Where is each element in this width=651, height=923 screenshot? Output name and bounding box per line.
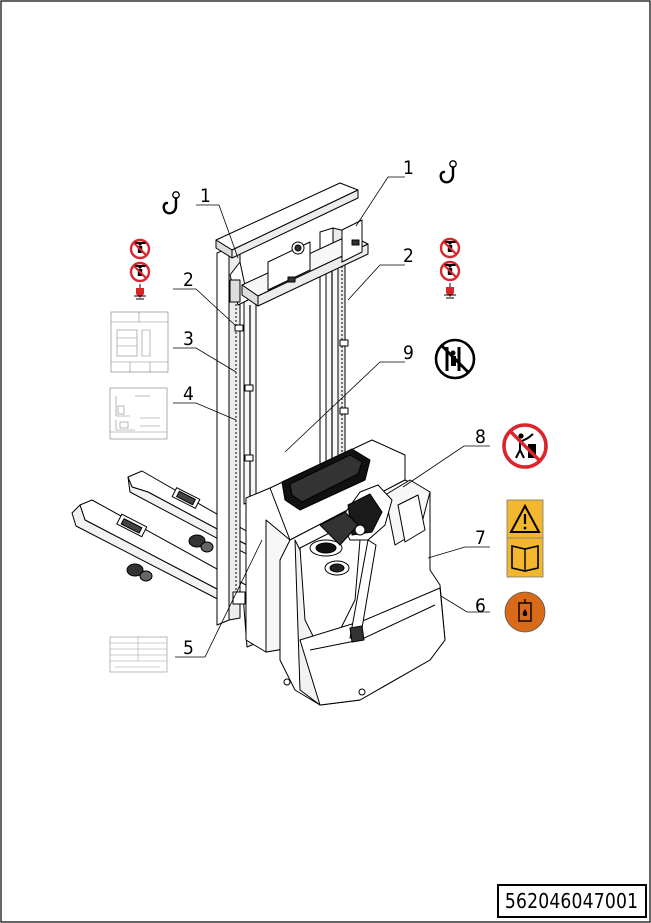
callout-2-left: 2	[183, 269, 194, 291]
callout-numbers: 1 1 2 2 3 4 5 6 7 8 9	[183, 157, 486, 659]
pinch-point-icon	[133, 283, 147, 300]
callout-1-right: 1	[403, 157, 414, 179]
callout-4: 4	[183, 383, 194, 405]
callout-6: 6	[475, 595, 486, 617]
hydraulic-oil-icon	[504, 591, 546, 633]
capacity-plate-label	[109, 387, 168, 440]
no-standing-under-load-icon	[129, 261, 151, 283]
pallet-stacker-drawing	[71, 182, 446, 706]
callout-8: 8	[475, 426, 486, 448]
nameplate-label	[109, 636, 168, 673]
no-standing-under-load-icon	[439, 260, 461, 282]
hook-icon	[439, 159, 458, 184]
document-number: 562046047001	[505, 889, 639, 913]
no-standing-under-load-icon	[439, 237, 461, 259]
chassis	[245, 439, 446, 706]
load-chart-label	[110, 311, 169, 373]
no-standing-under-load-icon	[129, 238, 151, 260]
callout-7: 7	[475, 527, 486, 549]
pinch-point-icon	[443, 282, 457, 299]
hook-icon	[162, 190, 181, 215]
no-riding-icon	[502, 423, 548, 469]
callout-1-left: 1	[200, 185, 211, 207]
no-hand-in-mast-icon	[434, 338, 476, 380]
callout-9: 9	[403, 342, 414, 364]
callout-2-right: 2	[403, 245, 414, 267]
leader-lines	[173, 176, 490, 658]
warning-manual-icon	[506, 499, 544, 578]
callout-5: 5	[183, 637, 194, 659]
callout-3: 3	[183, 328, 194, 350]
document-number-box: 562046047001	[497, 884, 647, 918]
